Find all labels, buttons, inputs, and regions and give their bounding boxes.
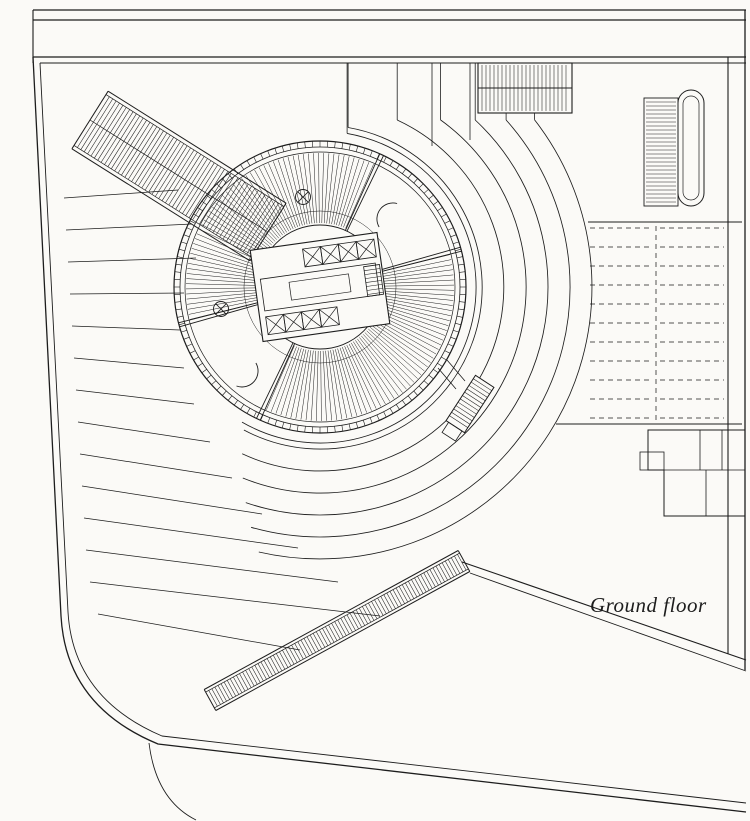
entry-ramp-upper-left [71, 90, 287, 262]
stair-block-top [477, 62, 573, 114]
terrace-parking-lines [63, 189, 381, 651]
circular-tower [173, 140, 467, 434]
curved-ramp-roads [241, 63, 593, 560]
caption-ground-floor: Ground floor [590, 593, 707, 617]
ramp-bottom-diagonal [203, 550, 471, 711]
entrance-stair-southeast [441, 374, 495, 442]
street-edge-top [32, 9, 746, 64]
parking-stalls-right [556, 221, 742, 425]
service-rooms-bottom-right [461, 429, 747, 672]
site-boundary [32, 10, 747, 821]
escalator-right [643, 89, 705, 207]
